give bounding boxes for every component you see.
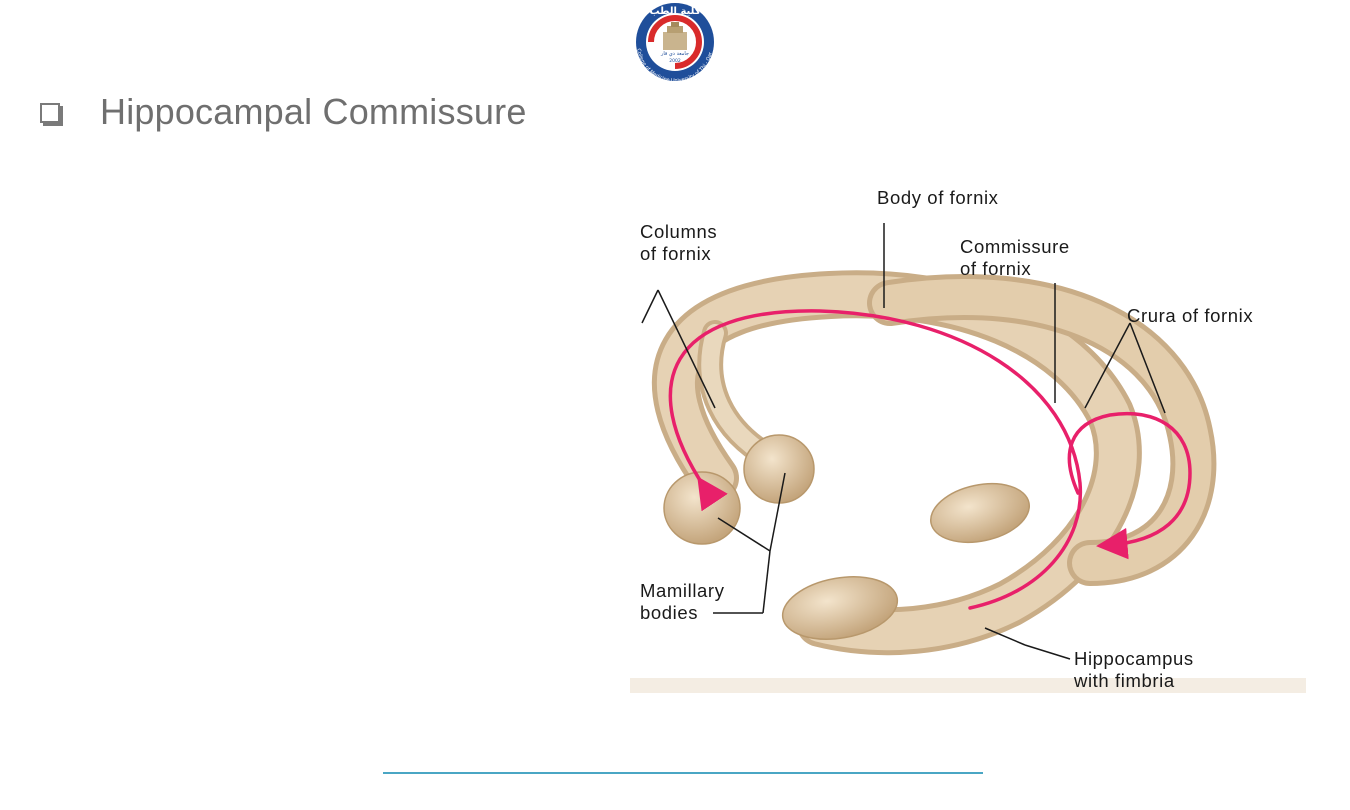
label-body-of-fornix: Body of fornix (877, 187, 999, 208)
label-hippocampus-with-fimbria: Hippocampus with fimbria (1074, 648, 1194, 691)
label-crura-of-fornix: Crura of fornix (1127, 305, 1254, 326)
page-title: Hippocampal Commissure (100, 91, 527, 132)
logo-arabic-title: كلية الطب (649, 6, 700, 17)
logo-arabic-university: جامعة ذي قار (660, 51, 689, 57)
label-columns-of-fornix: Columns of fornix (640, 221, 718, 264)
college-logo: كلية الطب جامعة ذي قار 2002 College of M… (617, 0, 733, 84)
fornix-illustration: Body of fornix Columns of fornix Commiss… (630, 183, 1306, 693)
fornix-drawing (630, 223, 1306, 693)
label-commissure-of-fornix: Commissure of fornix (960, 236, 1070, 279)
footer-divider (383, 772, 983, 774)
slide-heading: Hippocampal Commissure (40, 88, 527, 136)
label-mamillary-bodies: Mamillary bodies (640, 580, 725, 623)
checkbox-icon (40, 103, 60, 123)
logo-year: 2002 (669, 58, 681, 64)
